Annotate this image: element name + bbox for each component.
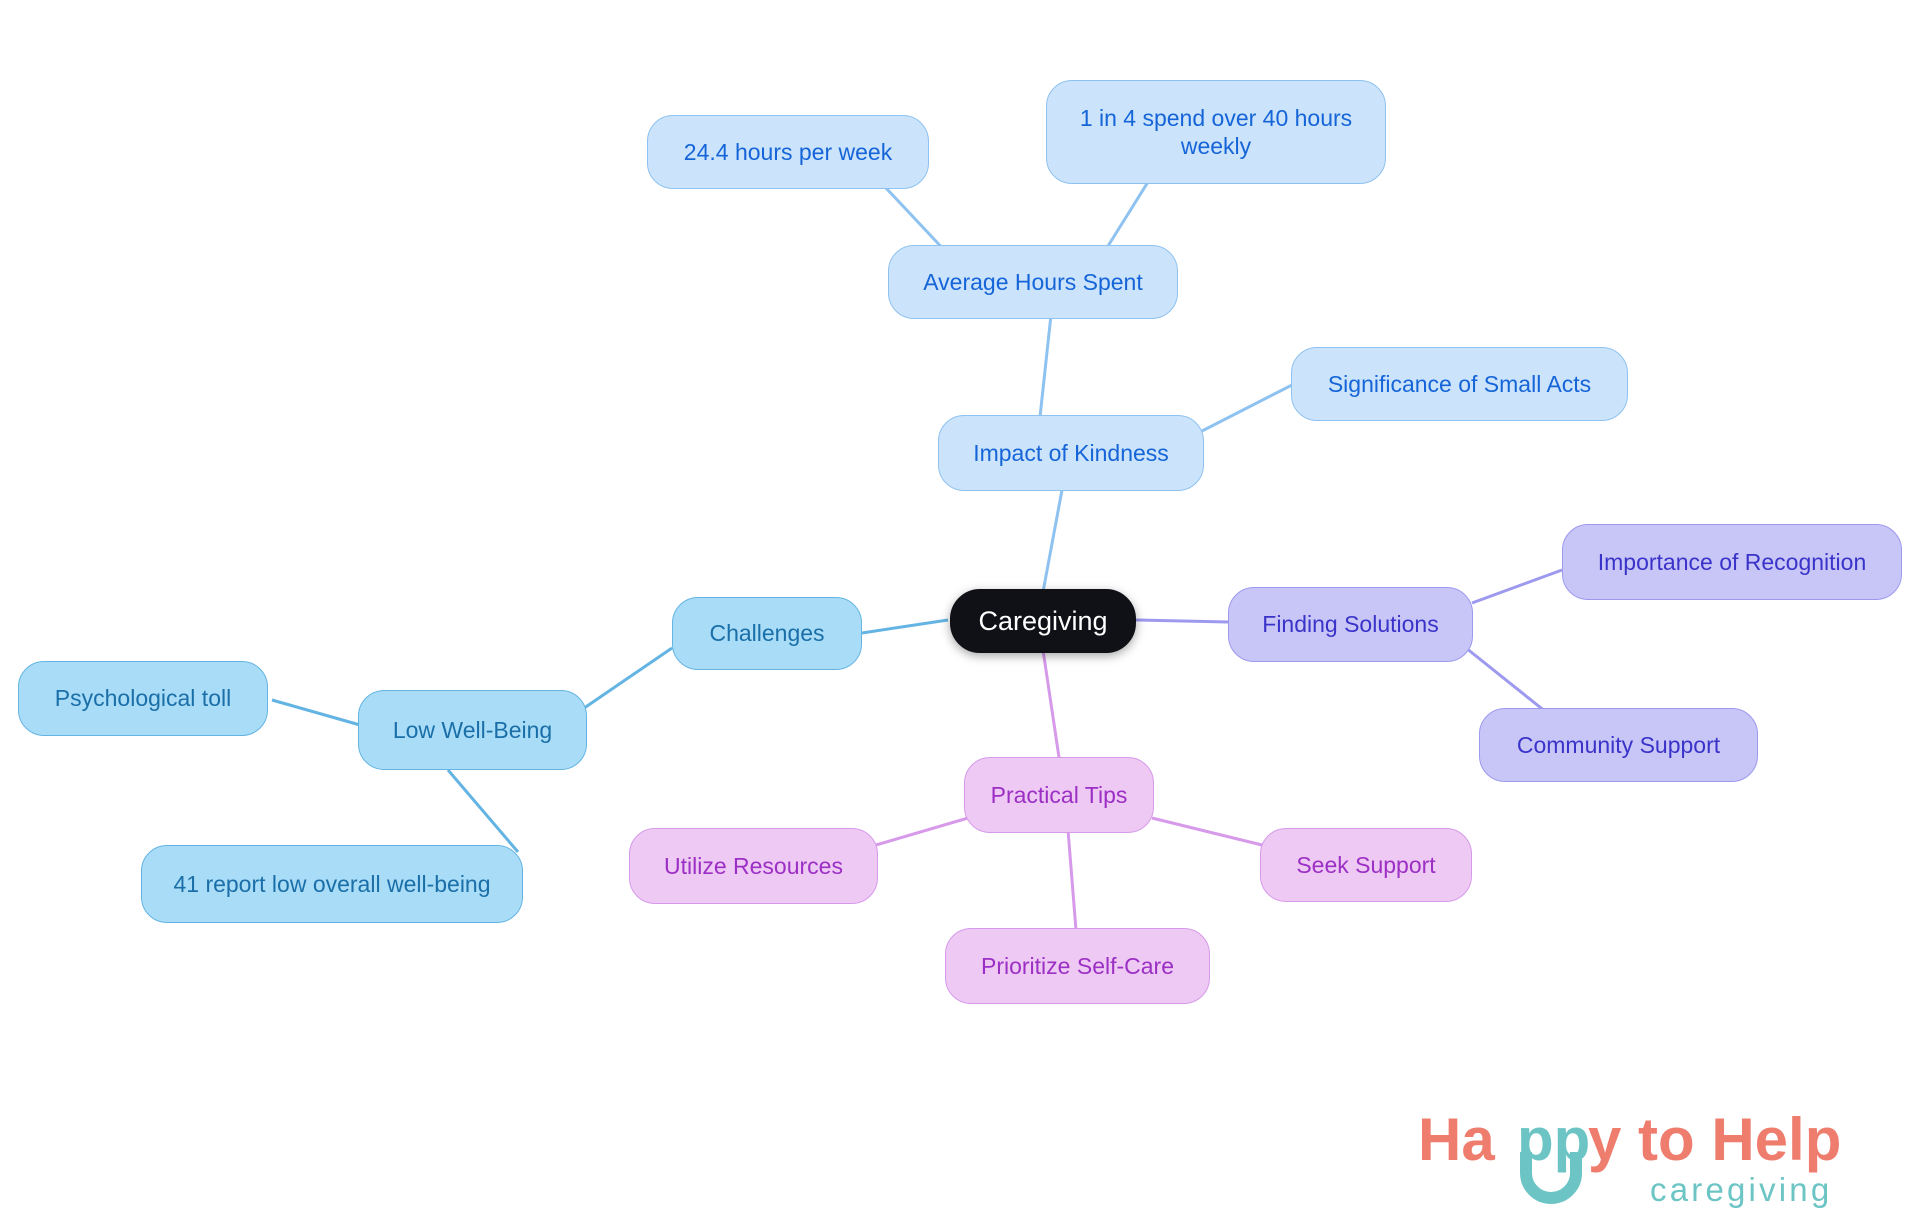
- node-utilize-resources[interactable]: Utilize Resources: [629, 828, 878, 904]
- node-label: Average Hours Spent: [923, 268, 1143, 295]
- node-community-support[interactable]: Community Support: [1479, 708, 1758, 782]
- edge-findingsolutions-recognition: [1471, 568, 1563, 605]
- smile-arc: [1520, 1152, 1582, 1204]
- node-label: Finding Solutions: [1262, 611, 1439, 638]
- edge-avghours-oneinfour: [1101, 181, 1150, 255]
- edge-lowwellbeing-lowoverall: [446, 769, 520, 853]
- node-label: 24.4 hours per week: [683, 138, 893, 165]
- node-prioritize-self-care[interactable]: Prioritize Self-Care: [945, 928, 1210, 1004]
- node-label: 41 report low overall well-being: [173, 870, 491, 897]
- node-seek-support[interactable]: Seek Support: [1260, 828, 1472, 902]
- node-low-overall-well-being[interactable]: 41 report low overall well-being: [141, 845, 523, 923]
- node-label: Practical Tips: [990, 781, 1128, 808]
- edge-findingsolutions-community: [1465, 646, 1547, 714]
- node-label: Impact of Kindness: [973, 439, 1169, 466]
- node-label: Prioritize Self-Care: [981, 952, 1174, 979]
- edge-practicaltips-utilize: [875, 816, 969, 847]
- logo-word-ha: Ha: [1418, 1106, 1495, 1173]
- node-label: Challenges: [709, 620, 825, 647]
- node-low-well-being[interactable]: Low Well-Being: [358, 690, 587, 770]
- edge-impact-avghours: [1038, 314, 1053, 418]
- node-challenges[interactable]: Challenges: [672, 597, 862, 670]
- node-label: Low Well-Being: [392, 716, 553, 743]
- node-label: Utilize Resources: [664, 852, 843, 879]
- edge-root-practicaltips: [1041, 649, 1062, 765]
- edge-root-impact: [1041, 489, 1064, 593]
- brand-logo: Ha pp y to Help caregiving: [1418, 1106, 1841, 1208]
- logo-word-caregiving: caregiving: [1650, 1171, 1832, 1208]
- edge-challenges-lowwellbeing: [573, 646, 673, 717]
- node-label: Seek Support: [1296, 851, 1436, 878]
- node-significance-of-small-acts[interactable]: Significance of Small Acts: [1291, 347, 1628, 421]
- logo-word-pp: pp: [1517, 1106, 1590, 1173]
- node-label: 1 in 4 spend over 40 hours weekly: [1079, 104, 1353, 159]
- node-finding-solutions[interactable]: Finding Solutions: [1228, 587, 1473, 662]
- node-psychological-toll[interactable]: Psychological toll: [18, 661, 268, 736]
- node-label: Community Support: [1516, 731, 1721, 758]
- edge-practicaltips-selfcare: [1066, 829, 1078, 931]
- node-importance-of-recognition[interactable]: Importance of Recognition: [1562, 524, 1902, 600]
- node-impact-of-kindness[interactable]: Impact of Kindness: [938, 415, 1204, 491]
- edge-root-challenges: [861, 618, 949, 635]
- node-label: Psychological toll: [54, 685, 232, 712]
- node-hours-per-week[interactable]: 24.4 hours per week: [647, 115, 929, 189]
- node-one-in-four[interactable]: 1 in 4 spend over 40 hours weekly: [1046, 80, 1386, 184]
- edge-lowwellbeing-psychtoll: [271, 698, 361, 727]
- node-label: Importance of Recognition: [1597, 548, 1867, 575]
- node-label: Significance of Small Acts: [1327, 370, 1592, 397]
- edge-root-findingsolutions: [1135, 618, 1229, 624]
- node-average-hours-spent[interactable]: Average Hours Spent: [888, 245, 1178, 319]
- edge-impact-significance: [1201, 383, 1293, 433]
- node-practical-tips[interactable]: Practical Tips: [964, 757, 1154, 833]
- logo-word-ytohelp: y to Help: [1588, 1106, 1841, 1173]
- node-label: Caregiving: [978, 605, 1108, 636]
- node-caregiving-root[interactable]: Caregiving: [950, 589, 1136, 653]
- edge-practicaltips-seeksupport: [1151, 816, 1263, 847]
